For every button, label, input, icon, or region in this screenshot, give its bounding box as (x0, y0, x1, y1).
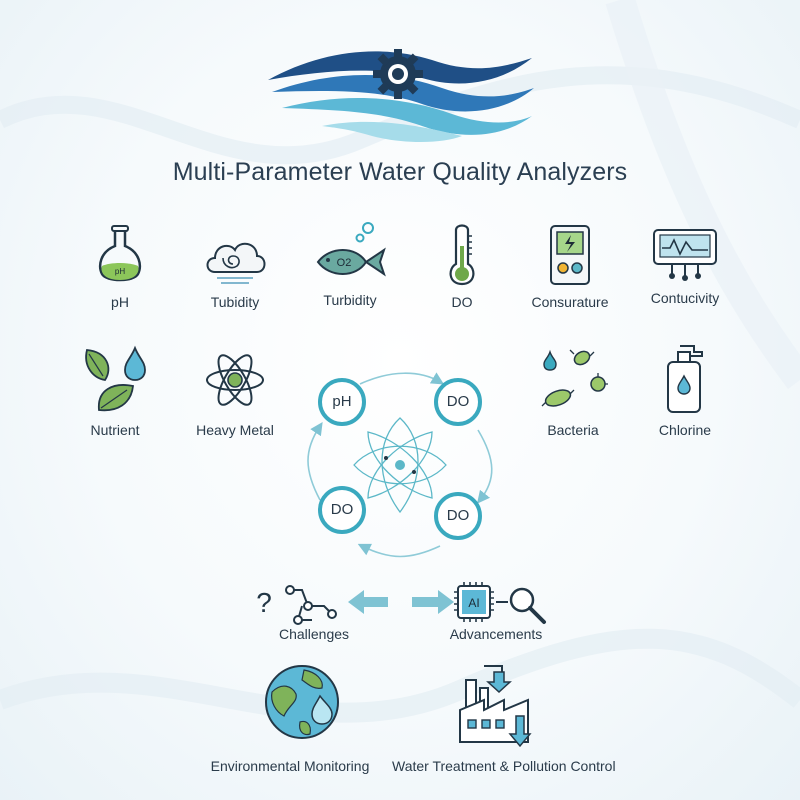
param-nutrient: Nutrient (50, 344, 180, 438)
fish-icon: O2 (316, 222, 386, 277)
bacteria-icon (541, 349, 608, 407)
param-label: Contucivity (650, 290, 720, 306)
flask-icon: pH (98, 225, 142, 282)
network-icon (285, 585, 337, 625)
param-do: DO (397, 222, 527, 310)
param-turbidity: O2 Turbidity (285, 220, 415, 308)
gear-icon (373, 49, 423, 99)
advancements-label: Advancements (449, 626, 543, 642)
param-tubidity: Tubidity (170, 228, 300, 310)
arrow-left-icon (348, 590, 388, 614)
param-label: Turbidity (323, 292, 377, 308)
magnifier-icon (509, 587, 546, 624)
param-label: DO (451, 294, 473, 310)
cycle-node-do: DO (446, 393, 470, 410)
param-label: Nutrient (90, 422, 140, 438)
environmental-label: Environmental Monitoring (210, 758, 370, 774)
water-gear-logo (268, 49, 534, 142)
param-consurature: Consurature (505, 222, 635, 310)
svg-text:O2: O2 (337, 257, 352, 269)
globe-icon (265, 665, 339, 739)
svg-text:pH: pH (115, 267, 125, 276)
param-heavy-metal: Heavy Metal (170, 344, 300, 438)
param-label: Tubidity (210, 294, 260, 310)
cycle-node-ph: pH (332, 393, 352, 410)
factory-icon (459, 665, 532, 748)
param-ph: pH pH (55, 222, 185, 310)
meter-icon (550, 225, 590, 285)
param-label: pH (111, 294, 129, 310)
question-icon: ? (256, 587, 272, 618)
param-label: Consurature (531, 294, 609, 310)
thermometer-icon (449, 224, 475, 286)
param-chlorine: Chlorine (620, 344, 750, 438)
treatment-label: Water Treatment & Pollution Control (392, 758, 616, 774)
param-bacteria: Bacteria (508, 344, 638, 438)
param-contucivity: Contucivity (620, 224, 750, 306)
svg-text:AI: AI (468, 596, 479, 610)
cloud-swirl-icon (206, 242, 266, 284)
page-title: Multi-Parameter Water Quality Analyzers (172, 158, 628, 186)
bottle-icon (667, 345, 703, 413)
cycle-node-do: DO (330, 501, 354, 518)
param-label: Heavy Metal (196, 422, 274, 438)
challenges-advancements-graphic: ? AI (256, 582, 546, 625)
arrow-right-icon (412, 590, 454, 614)
cycle-diagram (307, 372, 493, 558)
leaves-drop-icon (85, 345, 146, 412)
cycle-node-do: DO (446, 507, 470, 524)
monitor-icon (653, 229, 717, 281)
atom-icon (206, 354, 264, 406)
param-label: Chlorine (658, 422, 712, 438)
cycle-center-flower (353, 417, 447, 514)
parameter-cycle: pH DO DO DO (300, 370, 500, 560)
ai-chip-icon: AI (454, 582, 494, 622)
challenges-label: Challenges (278, 626, 350, 642)
param-label: Bacteria (547, 422, 599, 438)
